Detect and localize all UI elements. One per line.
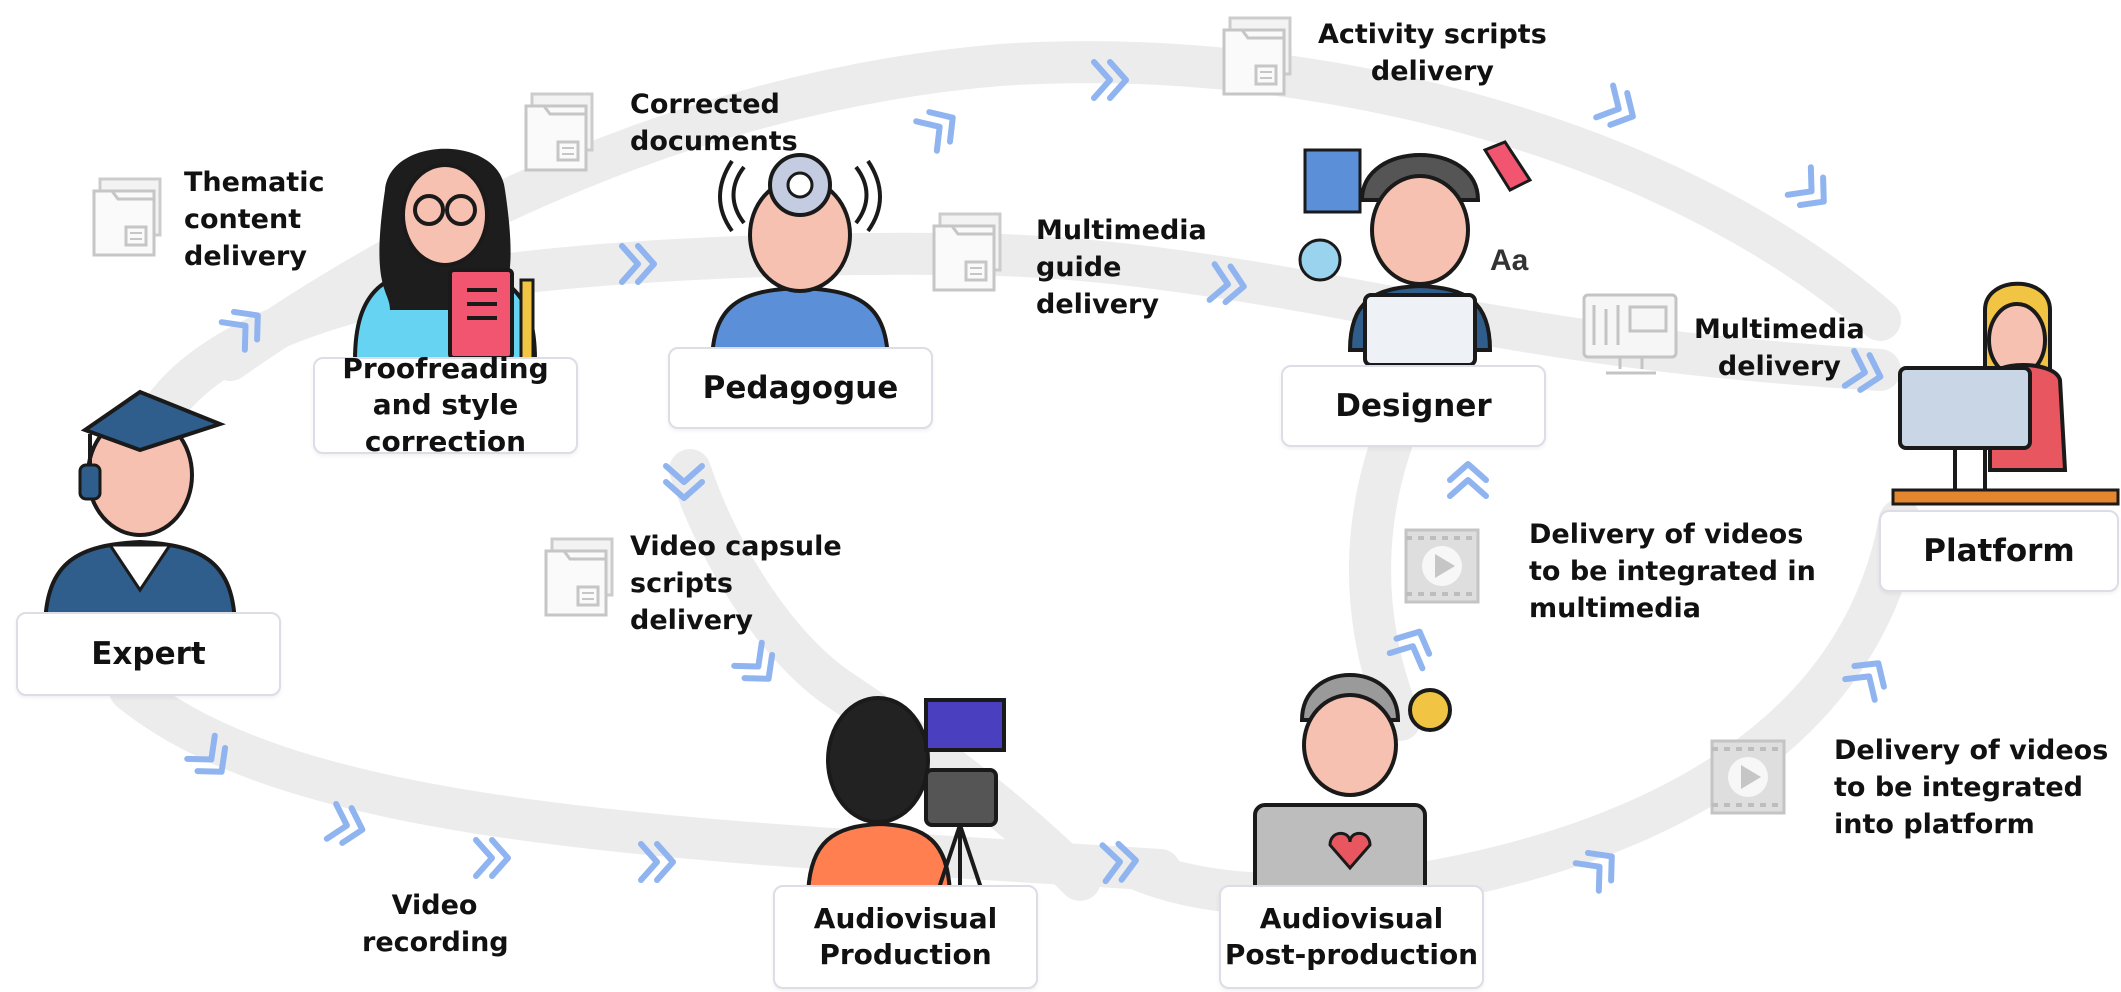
chevron-arrow-icon xyxy=(1596,86,1641,133)
label-thematic-content: Thematic content delivery xyxy=(184,167,325,272)
label-videos-multimedia: Delivery of videos to be integrated in m… xyxy=(1529,519,1816,624)
chevron-arrow-icon xyxy=(476,840,508,876)
label-activity-scripts: Activity scripts delivery xyxy=(1318,19,1547,87)
document-icon xyxy=(1222,16,1292,96)
role-box-av-postproduction: Audiovisual Post-production xyxy=(1219,885,1484,989)
label-video-capsule: Video capsule scripts delivery xyxy=(630,531,842,636)
label-multimedia-guide: Multimedia guide delivery xyxy=(1036,215,1207,320)
role-box-pedagogue: Pedagogue xyxy=(668,347,933,429)
videographer-figure xyxy=(805,696,1006,902)
role-box-expert: Expert xyxy=(16,612,281,696)
role-box-platform: Platform xyxy=(1879,510,2119,592)
chevron-arrow-icon xyxy=(1450,464,1486,496)
document-icon xyxy=(524,92,594,172)
label-videos-platform: Delivery of videos to be integrated into… xyxy=(1834,735,2109,840)
document-icon xyxy=(932,212,1002,292)
role-box-designer: Designer xyxy=(1281,365,1546,447)
document-icon xyxy=(544,537,614,617)
chevron-arrow-icon xyxy=(1788,167,1836,215)
chevron-arrow-icon xyxy=(916,103,963,151)
svg-text:Aa: Aa xyxy=(1490,244,1529,277)
designer-figure: Aa xyxy=(1298,140,1533,367)
video-file-icon xyxy=(1404,528,1480,604)
pedagogue-figure xyxy=(709,153,891,367)
role-box-av-production: Audiovisual Production xyxy=(773,885,1038,989)
platform-figure xyxy=(1891,281,2120,506)
editor-figure xyxy=(1253,673,1452,902)
label-corrected-documents: Corrected documents xyxy=(630,89,798,157)
document-icon xyxy=(92,177,162,257)
expert-figure xyxy=(42,389,238,632)
label-multimedia-delivery: Multimedia delivery xyxy=(1694,314,1865,382)
label-video-recording: Video recording xyxy=(362,890,509,958)
video-file-icon xyxy=(1710,739,1786,815)
role-box-proofreading: Proofreading and style correction xyxy=(313,352,578,458)
computer-icon xyxy=(1582,293,1678,375)
proofreader-figure xyxy=(352,148,538,362)
